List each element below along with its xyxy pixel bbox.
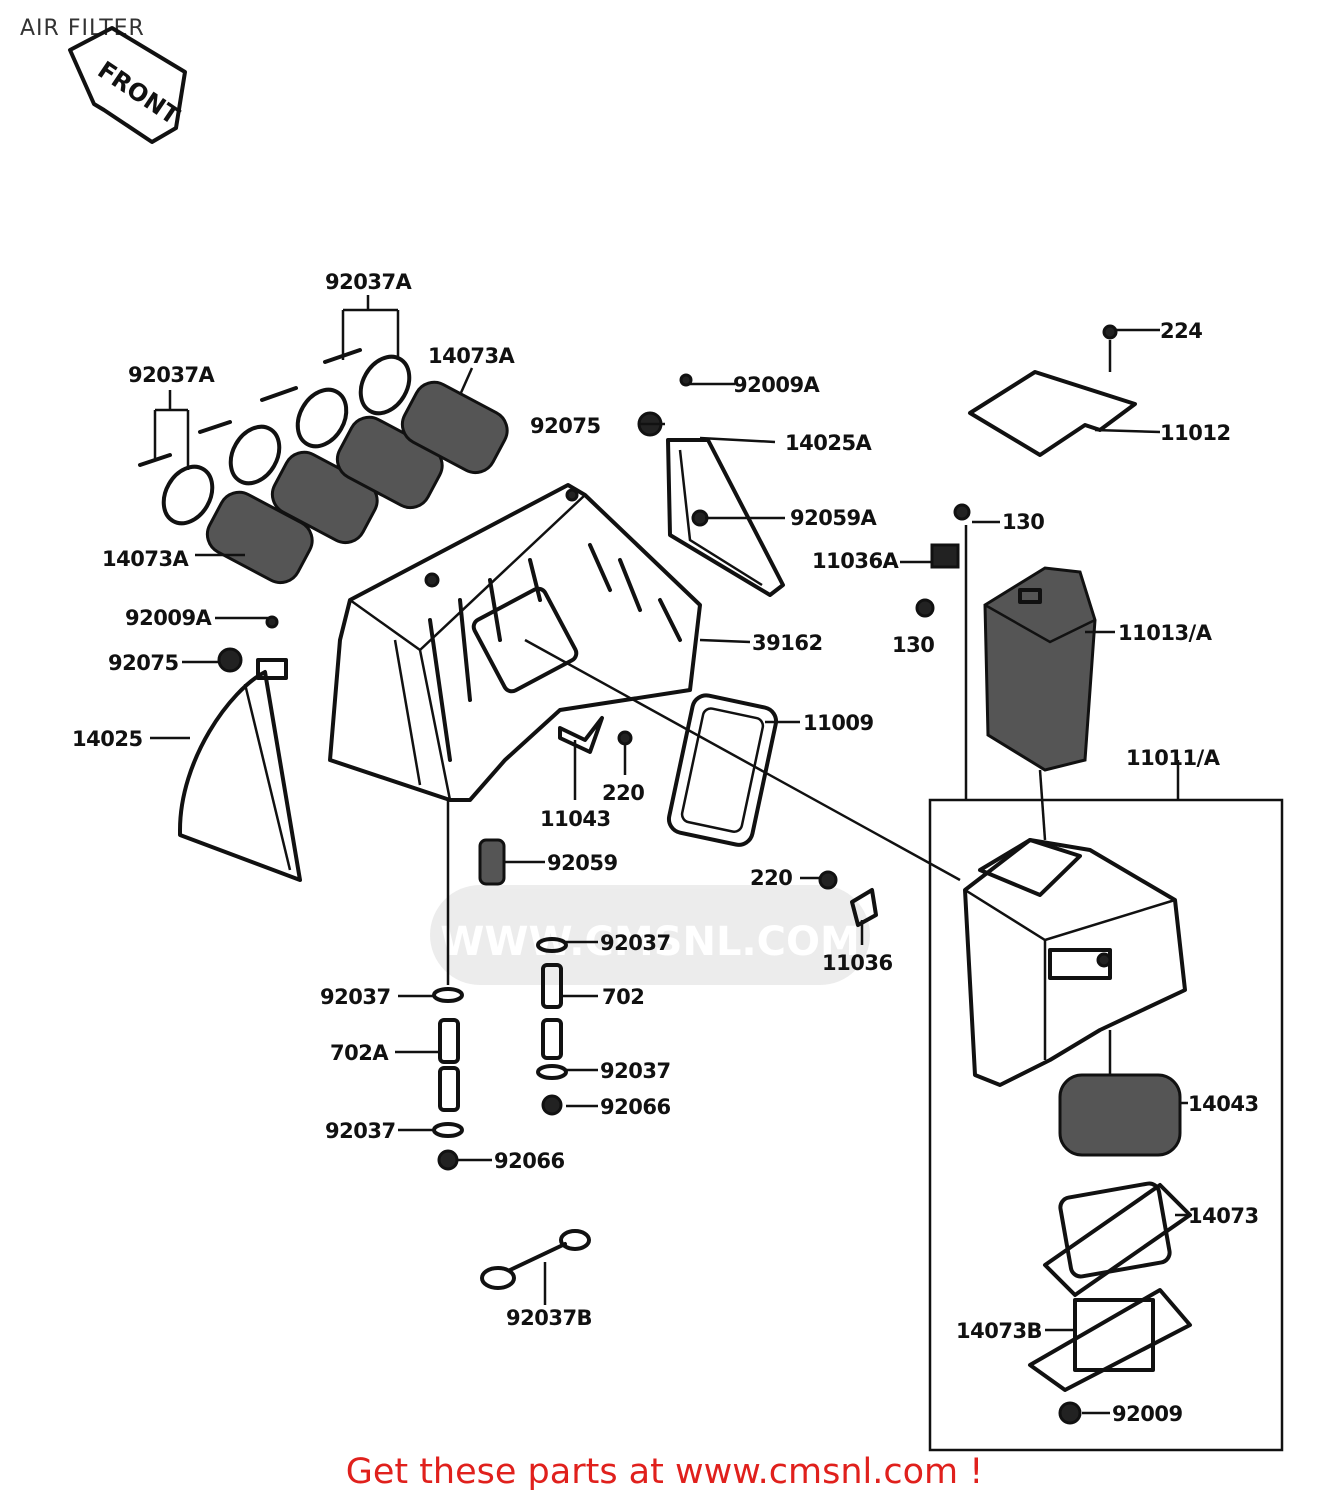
label-92037-right-1: 92037 bbox=[600, 931, 671, 955]
label-14073A-top: 14073A bbox=[428, 344, 516, 368]
grommet-92059 bbox=[478, 838, 506, 886]
label-11013A: 11013/A bbox=[1118, 621, 1213, 645]
label-92037-left-1: 92037 bbox=[320, 985, 391, 1009]
watermark-text: WWW.CMSNL.COM bbox=[440, 919, 860, 965]
right-side-cover bbox=[637, 373, 785, 597]
label-39162: 39162 bbox=[752, 631, 823, 655]
front-arrow-icon: FRONT bbox=[68, 26, 187, 144]
label-130-bottom: 130 bbox=[892, 633, 934, 657]
label-220-a: 220 bbox=[602, 781, 644, 805]
drain-tubes bbox=[432, 800, 568, 1171]
intake-duct-14073 bbox=[1043, 1181, 1192, 1297]
label-92066-left: 92066 bbox=[494, 1149, 565, 1173]
label-220-b: 220 bbox=[750, 866, 792, 890]
part-labels: 92037A 92037A 14073A 14073A 92009A 92075… bbox=[72, 270, 1259, 1426]
label-14025A: 14025A bbox=[785, 431, 873, 455]
label-92075-left: 92075 bbox=[108, 651, 179, 675]
strap-92037B bbox=[480, 1229, 591, 1290]
gasket-11009 bbox=[666, 693, 779, 847]
label-14073A-bottom: 14073A bbox=[102, 547, 190, 571]
filter-element bbox=[983, 566, 1097, 772]
label-224: 224 bbox=[1160, 319, 1202, 343]
label-14043: 14043 bbox=[1188, 1092, 1259, 1116]
label-11011A: 11011/A bbox=[1126, 746, 1221, 770]
label-92009A-left: 92009A bbox=[125, 606, 213, 630]
bracket-11043 bbox=[558, 716, 633, 754]
label-130-top: 130 bbox=[1002, 510, 1044, 534]
label-92059: 92059 bbox=[547, 851, 618, 875]
label-92066-right: 92066 bbox=[600, 1095, 671, 1119]
footer-link[interactable]: Get these parts at www.cmsnl.com ! bbox=[345, 1452, 984, 1492]
foam-14043 bbox=[1058, 1073, 1182, 1157]
label-11043: 11043 bbox=[540, 807, 611, 831]
label-92037B: 92037B bbox=[506, 1306, 592, 1330]
case-group-box bbox=[928, 798, 1284, 1452]
bracket-11036 bbox=[818, 870, 878, 927]
label-92075-top: 92075 bbox=[530, 414, 601, 438]
top-cover-plate bbox=[968, 324, 1137, 457]
label-92037A-left: 92037A bbox=[128, 363, 216, 387]
label-92037-right-2: 92037 bbox=[600, 1059, 671, 1083]
leader-lines bbox=[150, 295, 1188, 1415]
filter-case bbox=[928, 798, 1284, 1452]
screw-92009 bbox=[1058, 1401, 1082, 1425]
label-92009A-top: 92009A bbox=[733, 373, 821, 397]
front-arrow-label: FRONT bbox=[93, 56, 185, 131]
label-92009: 92009 bbox=[1112, 1402, 1183, 1426]
label-11036: 11036 bbox=[822, 951, 893, 975]
intake-duct-14073B bbox=[1028, 1288, 1192, 1392]
hose-clamps bbox=[138, 348, 412, 526]
bracket-11036A bbox=[915, 503, 971, 800]
cmsnl-watermark: WWW.CMSNL.COM bbox=[430, 885, 870, 985]
label-14073: 14073 bbox=[1188, 1204, 1259, 1228]
label-702: 702 bbox=[602, 985, 644, 1009]
label-92059A: 92059A bbox=[790, 506, 878, 530]
label-11036A: 11036A bbox=[812, 549, 900, 573]
label-702A: 702A bbox=[330, 1041, 389, 1065]
label-92037A-top: 92037A bbox=[325, 270, 413, 294]
label-11012: 11012 bbox=[1160, 421, 1231, 445]
label-92037-left-2: 92037 bbox=[325, 1119, 396, 1143]
air-box-housing bbox=[328, 483, 702, 802]
label-14073B: 14073B bbox=[956, 1319, 1042, 1343]
label-11009: 11009 bbox=[803, 711, 874, 735]
carburetor-boots bbox=[205, 380, 509, 585]
left-side-cover bbox=[178, 615, 302, 882]
label-14025: 14025 bbox=[72, 727, 143, 751]
